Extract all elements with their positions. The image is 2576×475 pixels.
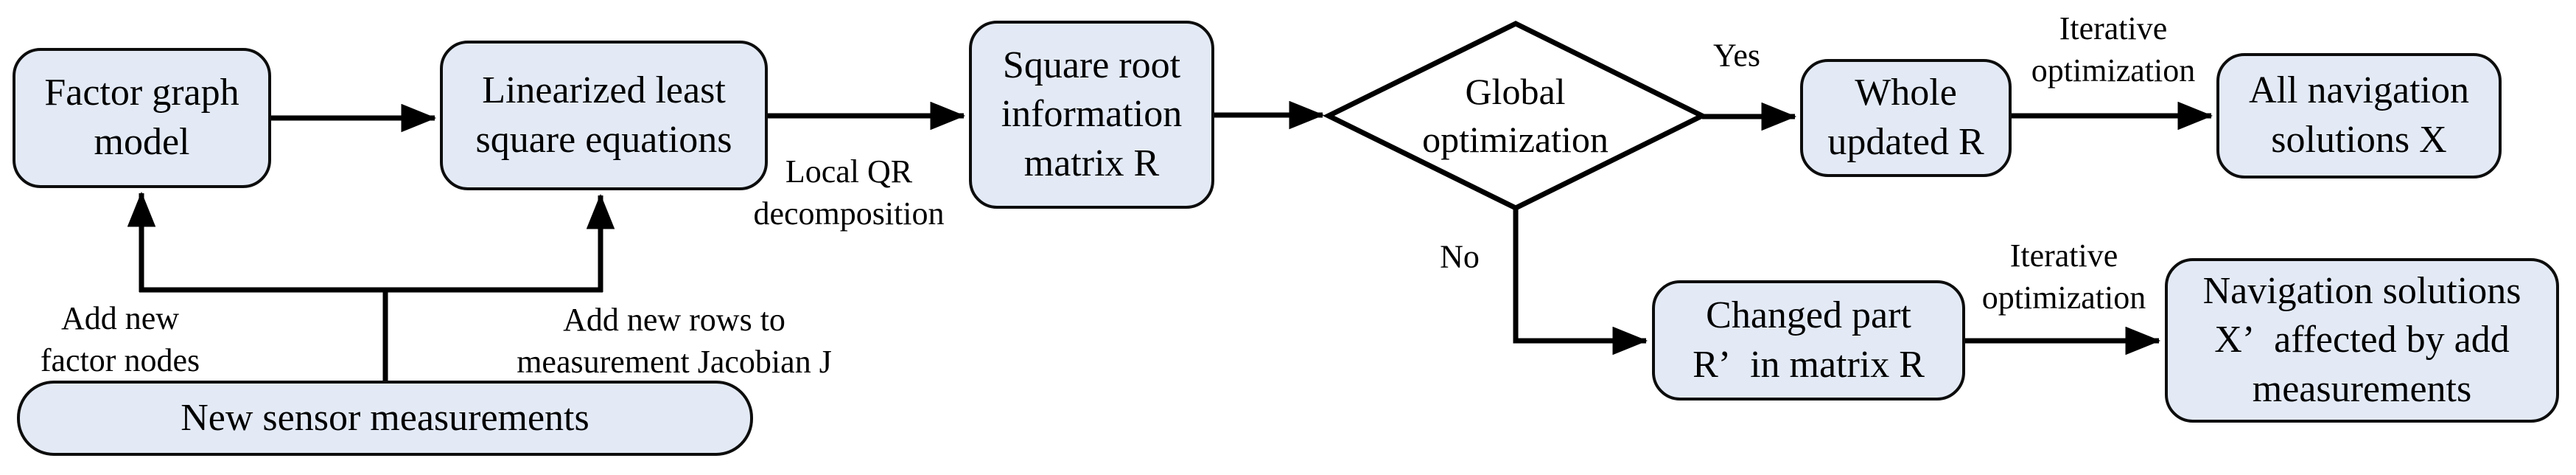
decision-global-optimization: Global optimization <box>1329 24 1702 208</box>
node-all-navigation-solutions: All navigation solutions X <box>2216 53 2502 178</box>
node-factor-graph-model: Factor graph model <box>13 48 271 188</box>
edge-label-no: No <box>1440 238 1480 275</box>
edge-label-yes: Yes <box>1712 37 1761 74</box>
node-square-root-information-matrix-label: Square root information matrix R <box>1001 44 1183 184</box>
node-whole-updated-r: Whole updated R <box>1800 59 2012 177</box>
node-linearized-least-square-label: Linearized least square equations <box>475 69 732 161</box>
node-linearized-least-square: Linearized least square equations <box>440 41 768 190</box>
node-whole-updated-r-label: Whole updated R <box>1827 72 1984 163</box>
edge-label-iterative-optimization-bottom: Iterative optimization <box>1981 237 2146 316</box>
node-changed-part-r-label: Changed part R’ in matrix R <box>1693 294 1925 386</box>
edge-label-add-new-factor-nodes: Add new factor nodes <box>40 299 200 378</box>
node-navigation-solutions-affected: Navigation solutions X’ affected by add … <box>2165 258 2559 423</box>
node-changed-part-r: Changed part R’ in matrix R <box>1652 280 1965 401</box>
node-all-navigation-solutions-label: All navigation solutions X <box>2249 69 2469 161</box>
node-new-sensor-measurements-label: New sensor measurements <box>181 396 589 439</box>
edge-label-add-new-rows-jacobian: Add new rows to measurement Jacobian J <box>517 301 832 380</box>
node-factor-graph-model-label: Factor graph model <box>44 72 239 163</box>
node-new-sensor-measurements: New sensor measurements <box>17 381 753 456</box>
arrow-decision-no <box>1513 208 1648 356</box>
edge-label-iterative-optimization-top: Iterative optimization <box>2031 10 2196 89</box>
edge-label-local-qr-decomposition: Local QR decomposition <box>753 153 945 232</box>
decision-diamond <box>1323 21 1708 211</box>
node-square-root-information-matrix: Square root information matrix R <box>969 21 1214 209</box>
node-navigation-solutions-affected-label: Navigation solutions X’ affected by add … <box>2202 269 2521 410</box>
decision-global-optimization-label: Global optimization <box>1422 71 1609 160</box>
